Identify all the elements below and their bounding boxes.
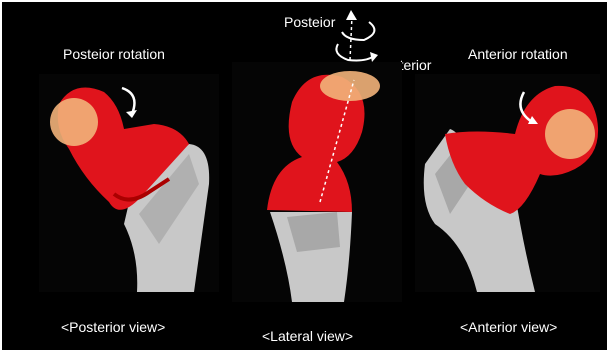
posterior-rotation-label: Posteior rotation bbox=[63, 47, 165, 61]
anterior-rotation-label: Anterior rotation bbox=[468, 47, 568, 61]
lateral-view-panel bbox=[232, 62, 402, 302]
rotation-axis-arrows-icon bbox=[324, 10, 384, 80]
lateral-view-label: <Lateral view> bbox=[262, 329, 353, 343]
lateral-view-femur bbox=[232, 62, 402, 302]
anterior-rotation-arrow-icon bbox=[514, 88, 554, 133]
rotation-marker bbox=[50, 98, 98, 146]
posterior-view-label: <Posterior view> bbox=[61, 320, 165, 334]
anterior-view-label: <Anterior view> bbox=[460, 320, 557, 334]
anterior-view-femur bbox=[415, 74, 600, 292]
anterior-view-panel bbox=[415, 74, 600, 292]
posterior-rotation-arrow-icon bbox=[110, 84, 150, 124]
